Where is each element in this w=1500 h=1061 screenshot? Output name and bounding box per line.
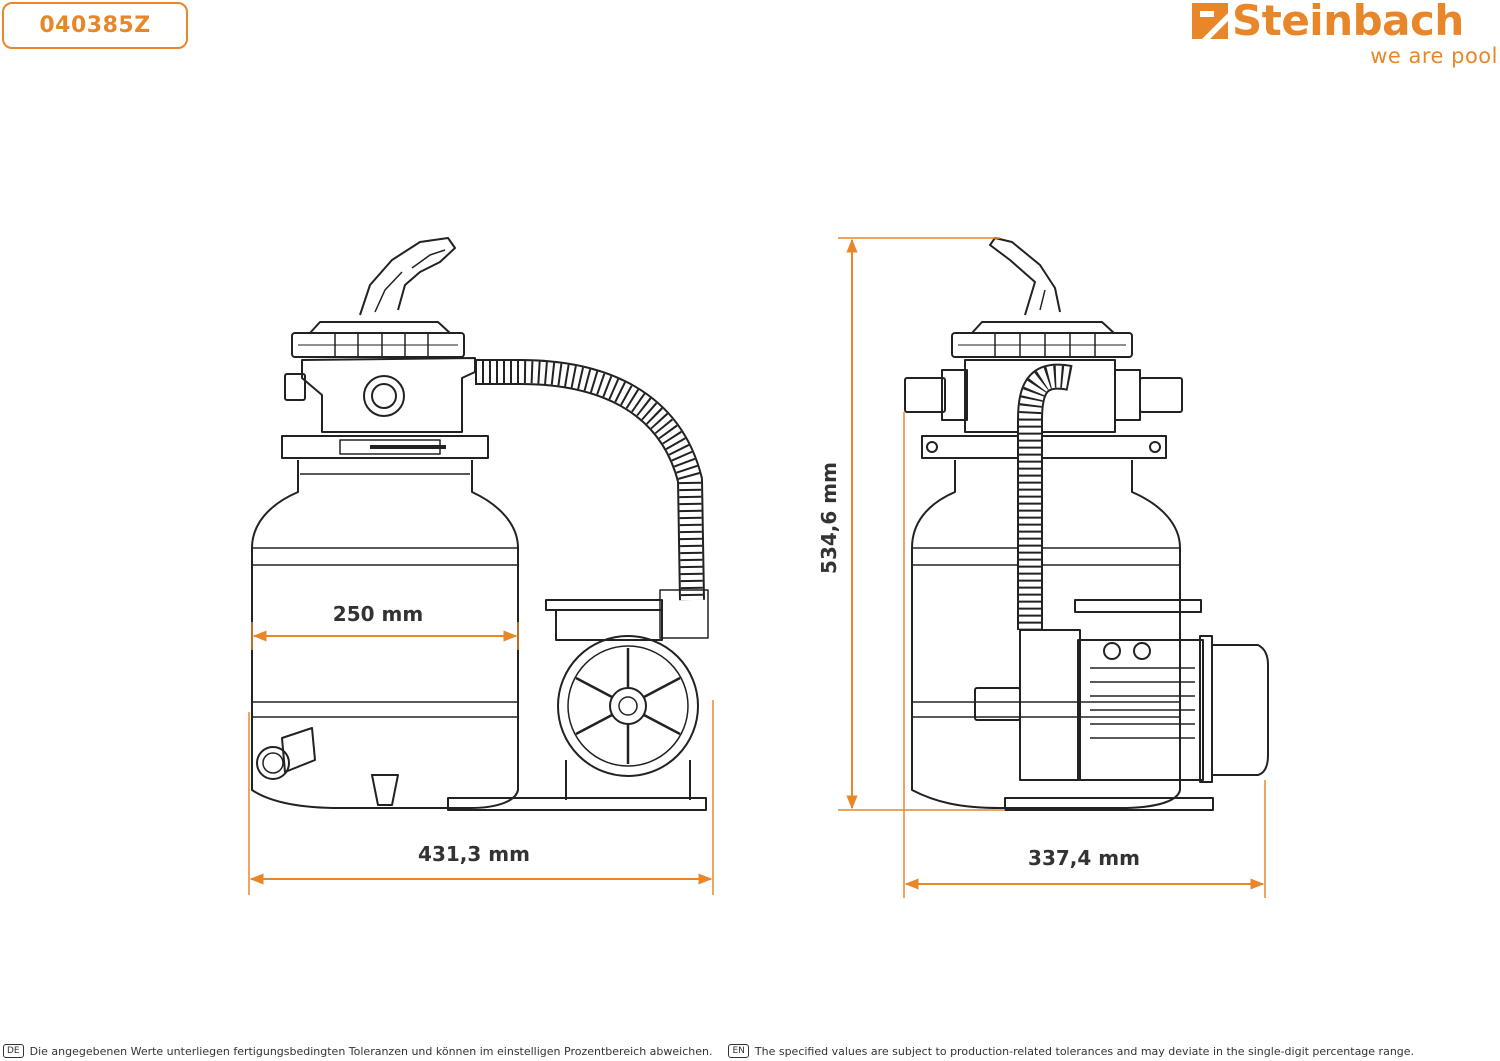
product-code: 040385Z xyxy=(2,2,188,49)
steinbach-logo-mark-icon xyxy=(1192,3,1228,39)
tank-diameter-label: 250 mm xyxy=(333,602,423,626)
en-badge: EN xyxy=(728,1044,749,1058)
front-width-label: 431,3 mm xyxy=(418,842,530,866)
brand-name: Steinbach xyxy=(1232,0,1464,45)
dimension-lines xyxy=(248,237,1266,898)
side-depth-label: 337,4 mm xyxy=(1028,846,1140,870)
de-badge: DE xyxy=(3,1044,24,1058)
height-label: 534,6 mm xyxy=(817,462,841,574)
en-disclaimer: The specified values are subject to prod… xyxy=(754,1044,1415,1058)
disclaimer-footer: DE Die angegebenen Werte unterliegen fer… xyxy=(3,1044,1414,1058)
side-view-drawing xyxy=(904,237,1269,811)
brand-logo: Steinbach we are pool xyxy=(1178,0,1498,75)
brand-tagline: we are pool xyxy=(1370,44,1498,68)
de-disclaimer: Die angegebenen Werte unterliegen fertig… xyxy=(29,1044,713,1058)
front-view-drawing xyxy=(251,237,709,811)
